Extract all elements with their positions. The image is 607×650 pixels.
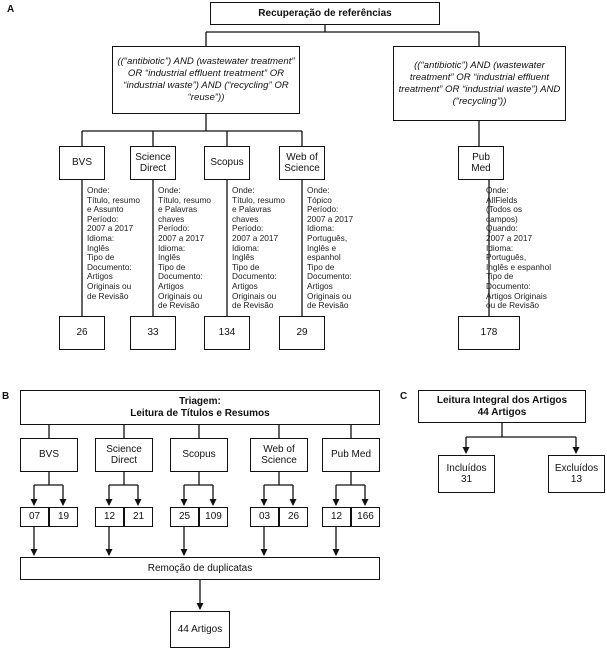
a-db-count-box: 134 [204, 316, 250, 350]
a-query-left-box: ((“antibiotic”) AND (wastewater treatmen… [112, 46, 300, 114]
b-db-box: Scopus [170, 438, 228, 472]
a-db-box: BVS [59, 146, 105, 180]
panel-label-c: C [400, 391, 408, 402]
b-db-box: Pub Med [322, 438, 380, 472]
a-query-right-box: ((“antibiotic”) AND (wastewater treatmen… [393, 46, 566, 121]
b-db-left-count: 12 [95, 507, 124, 527]
b-db-left-count: 07 [20, 507, 49, 527]
b-result-box: 44 Artigos [170, 611, 230, 648]
a-db-count-box: 29 [279, 316, 325, 350]
b-db-left-count: 12 [322, 507, 351, 527]
a-root-box: Recuperação de referências [210, 2, 440, 25]
b-dedupe-box: Remoção de duplicatas [20, 557, 380, 580]
a-db-count-box: 33 [130, 316, 176, 350]
b-db-right-count: 109 [199, 507, 228, 527]
b-db-left-count: 25 [170, 507, 199, 527]
b-db-box: BVS [20, 438, 78, 472]
a-db-count-box: 26 [59, 316, 105, 350]
a-db-box: Scopus [204, 146, 250, 180]
b-db-left-count: 03 [250, 507, 279, 527]
b-db-right-count: 26 [279, 507, 308, 527]
b-db-right-count: 166 [351, 507, 380, 527]
panel-label-b: B [2, 391, 10, 402]
b-title-box: Triagem:Leitura de Títulos e Resumos [20, 390, 380, 425]
a-db-box: Pub Med [458, 146, 504, 180]
panel-label-a: A [7, 4, 15, 15]
b-db-right-count: 19 [49, 507, 78, 527]
b-db-right-count: 21 [124, 507, 153, 527]
a-db-count-box: 178 [458, 316, 520, 350]
